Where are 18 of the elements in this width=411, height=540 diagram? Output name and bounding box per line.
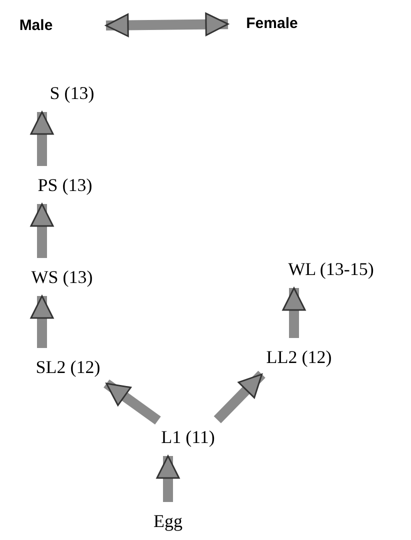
stage-label: Egg [140, 508, 196, 534]
block-arrow [105, 12, 229, 37]
block-arrow [30, 203, 54, 258]
stage-label: WL (13-15) [272, 256, 390, 282]
stage-label: LL2 (12) [244, 344, 354, 370]
stage-label: PS (13) [16, 172, 114, 198]
stage-label: L1 (11) [146, 424, 230, 450]
block-arrow [30, 295, 54, 348]
stage-label: Male [6, 14, 66, 38]
stage-label: WS (13) [10, 264, 114, 290]
block-arrow [30, 111, 54, 166]
block-arrow [104, 379, 161, 425]
block-arrow [156, 455, 180, 502]
block-arrow [214, 370, 266, 424]
block-arrow [282, 287, 306, 338]
stage-label: S (13) [30, 80, 114, 106]
stage-label: SL2 (12) [12, 354, 124, 380]
stage-label: Female [234, 12, 310, 36]
